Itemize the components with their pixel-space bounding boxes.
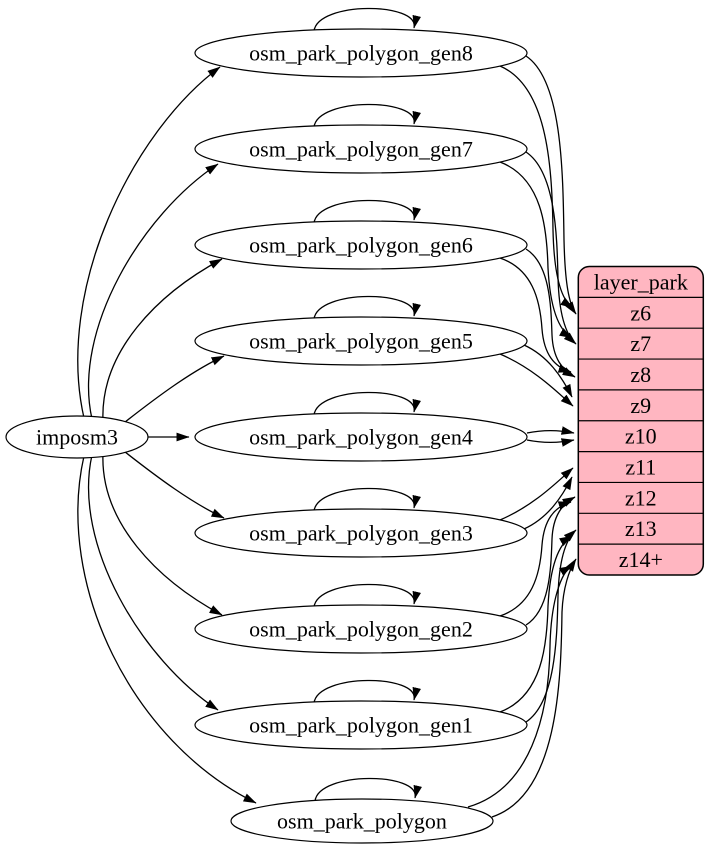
node-label: osm_park_polygon bbox=[277, 809, 447, 834]
node-osm_park_polygon_gen5: osm_park_polygon_gen5 bbox=[194, 316, 528, 366]
node-label: osm_park_polygon_gen6 bbox=[249, 233, 473, 258]
layer-row-z7: z7 bbox=[630, 331, 651, 356]
node-ellipse bbox=[194, 508, 528, 558]
edge-osm_park_polygon-to-layer_park-z14+-a bbox=[467, 565, 573, 808]
edge-osm_park_polygon_gen5-to-layer_park-z9-a bbox=[523, 344, 573, 398]
edge-osm_park_polygon-to-layer_park-z14+-b bbox=[491, 558, 577, 818]
self-loop-osm_park_polygon_gen8 bbox=[313, 7, 421, 32]
node-ellipse bbox=[194, 124, 528, 174]
self-loop-osm_park_polygon_gen2 bbox=[313, 583, 421, 608]
edge-imposm3-to-osm_park_polygon_gen5 bbox=[119, 355, 225, 427]
layer-row-label: z8 bbox=[630, 362, 651, 387]
node-osm_park_polygon_gen2: osm_park_polygon_gen2 bbox=[194, 604, 528, 654]
layer-row-label: z12 bbox=[625, 485, 657, 510]
layer-row-z12: z12 bbox=[625, 485, 657, 510]
node-ellipse bbox=[194, 412, 528, 462]
layer-row-label: z14+ bbox=[619, 547, 663, 572]
self-loop-osm_park_polygon_gen4 bbox=[313, 391, 421, 416]
self-loop-osm_park_polygon bbox=[314, 777, 422, 802]
self-loop-osm_park_polygon_gen7 bbox=[313, 103, 421, 128]
nodes-layer: imposm3 osm_park_polygon_gen8 osm_park_pol… bbox=[5, 28, 528, 844]
layer-row-z8: z8 bbox=[630, 362, 651, 387]
node-ellipse bbox=[5, 415, 149, 459]
node-label: osm_park_polygon_gen1 bbox=[249, 713, 473, 738]
self-loop-osm_park_polygon_gen1 bbox=[313, 679, 421, 704]
node-ellipse bbox=[194, 604, 528, 654]
node-imposm3: imposm3 bbox=[5, 415, 149, 459]
edge-osm_park_polygon_gen6-to-layer_park-z8-a bbox=[499, 257, 572, 373]
node-osm_park_polygon_gen1: osm_park_polygon_gen1 bbox=[194, 700, 528, 750]
edge-osm_park_polygon_gen4-to-layer_park-z10-b bbox=[526, 438, 575, 447]
layer-row-label: z6 bbox=[630, 300, 651, 325]
layer-row-label: z13 bbox=[625, 516, 657, 541]
edge-osm_park_polygon_gen8-to-layer_park-z6-a bbox=[499, 65, 574, 309]
layer-row-z14+: z14+ bbox=[619, 547, 663, 572]
layer-row-label: z11 bbox=[625, 455, 656, 480]
edge-osm_park_polygon_gen1-to-layer_park-z13-b bbox=[525, 529, 577, 723]
node-label: osm_park_polygon_gen3 bbox=[249, 521, 473, 546]
layer-row-z11: z11 bbox=[625, 455, 656, 480]
node-osm_park_polygon_gen3: osm_park_polygon_gen3 bbox=[194, 508, 528, 558]
node-ellipse bbox=[194, 700, 528, 750]
edge-imposm3-to-osm_park_polygon_gen3 bbox=[119, 447, 225, 519]
self-loop-osm_park_polygon_gen5 bbox=[313, 295, 421, 320]
layer-table-title: layer_park bbox=[594, 269, 688, 294]
layer-row-z13: z13 bbox=[625, 516, 657, 541]
node-osm_park_polygon_gen8: osm_park_polygon_gen8 bbox=[194, 28, 528, 78]
layer-row-z9: z9 bbox=[630, 393, 651, 418]
layer-row-label: z9 bbox=[630, 393, 651, 418]
node-label: osm_park_polygon_gen2 bbox=[249, 617, 473, 642]
edge-imposm3-to-osm_park_polygon bbox=[77, 455, 257, 804]
node-ellipse bbox=[194, 220, 528, 270]
node-osm_park_polygon_gen4: osm_park_polygon_gen4 bbox=[194, 412, 528, 462]
edge-osm_park_polygon_gen8-to-layer_park-z6-b bbox=[525, 55, 577, 315]
edge-osm_park_polygon_gen3-to-layer_park-z11-b bbox=[499, 467, 574, 521]
edge-imposm3-to-osm_park_polygon_gen1 bbox=[87, 454, 219, 711]
edge-osm_park_polygon_gen3-to-layer_park-z11-a bbox=[523, 476, 573, 530]
self-loop-osm_park_polygon_gen6 bbox=[313, 199, 421, 224]
self-loop-osm_park_polygon_gen3 bbox=[313, 487, 421, 512]
edge-osm_park_polygon_gen4-to-layer_park-z10-a bbox=[526, 426, 575, 435]
layer-park-record-node: layer_park z6 z7 z8 z9 z10 z11 z12 z13 z14+ bbox=[577, 265, 705, 576]
edge-imposm3-to-osm_park_polygon_gen8 bbox=[77, 66, 221, 419]
layer-row-label: z10 bbox=[625, 424, 657, 449]
edge-osm_park_polygon_gen5-to-layer_park-z9-b bbox=[499, 353, 574, 407]
layer-row-label: z7 bbox=[630, 331, 651, 356]
node-osm_park_polygon_gen6: osm_park_polygon_gen6 bbox=[194, 220, 528, 270]
node-label: osm_park_polygon_gen5 bbox=[249, 329, 473, 354]
edge-osm_park_polygon_gen2-to-layer_park-z12-a bbox=[499, 501, 572, 617]
layer-row-z6: z6 bbox=[630, 300, 651, 325]
edge-osm_park_polygon_gen7-to-layer_park-z7-b bbox=[525, 151, 577, 345]
node-ellipse bbox=[194, 28, 528, 78]
edge-imposm3-to-osm_park_polygon_gen7 bbox=[87, 163, 219, 420]
node-label: osm_park_polygon_gen8 bbox=[249, 41, 473, 66]
edge-imposm3-to-osm_park_polygon_gen2 bbox=[102, 452, 223, 616]
node-label: osm_park_polygon_gen7 bbox=[249, 137, 473, 162]
layer-row-z10: z10 bbox=[625, 424, 657, 449]
edge-osm_park_polygon_gen7-to-layer_park-z7-a bbox=[499, 161, 573, 339]
node-ellipse bbox=[230, 798, 494, 844]
edge-osm_park_polygon_gen6-to-layer_park-z8-b bbox=[525, 248, 576, 378]
node-osm_park_polygon_gen7: osm_park_polygon_gen7 bbox=[194, 124, 528, 174]
node-osm_park_polygon: osm_park_polygon bbox=[230, 798, 494, 844]
edge-osm_park_polygon_gen2-to-layer_park-z12-b bbox=[525, 496, 576, 626]
edge-osm_park_polygon_gen1-to-layer_park-z13-a bbox=[499, 535, 573, 713]
node-label: osm_park_polygon_gen4 bbox=[249, 425, 473, 450]
node-label: imposm3 bbox=[36, 425, 118, 450]
edge-imposm3-to-osm_park_polygon_gen6 bbox=[102, 258, 223, 422]
node-ellipse bbox=[194, 316, 528, 366]
edges-layer bbox=[77, 7, 577, 818]
